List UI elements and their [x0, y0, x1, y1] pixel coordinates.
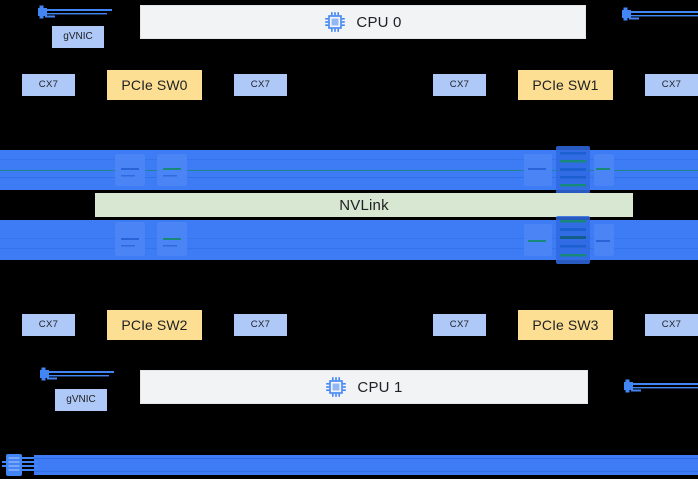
cx7-label: CX7	[661, 319, 682, 331]
pcie-switch-label: PCIe SW2	[121, 317, 188, 333]
nic-card-icon-top-right	[622, 6, 698, 22]
gvnic-text: gVNIC	[66, 394, 96, 405]
gpu-icon-cluster-left	[113, 216, 193, 264]
pcie-switch-label: PCIe SW3	[532, 317, 599, 333]
gvnic-label-bottom: gVNIC	[55, 389, 107, 411]
cx7-chip-1[interactable]: CX7	[234, 74, 287, 96]
pcie-switch-label: PCIe SW0	[121, 77, 188, 93]
cx7-chip-7[interactable]: CX7	[645, 314, 698, 336]
cx7-chip-3[interactable]: CX7	[645, 74, 698, 96]
cx7-label: CX7	[449, 319, 470, 331]
network-fabric-band	[34, 455, 698, 475]
cx7-label: CX7	[449, 79, 470, 91]
gpu-icon-cluster-right	[522, 144, 614, 196]
gpu-band-lower	[0, 216, 698, 264]
nic-card-icon-bottom-right	[624, 378, 698, 394]
cx7-label: CX7	[250, 319, 271, 331]
cx7-chip-6[interactable]: CX7	[433, 314, 486, 336]
pcie-switch-2[interactable]: PCIe SW2	[107, 310, 202, 340]
gpu-icon-cluster-right	[522, 214, 614, 266]
gvnic-text: gVNIC	[63, 31, 93, 42]
nic-card-icon-bottom-left	[40, 366, 114, 382]
network-switch-icon	[2, 452, 42, 478]
nic-card-icon-top-left	[38, 4, 112, 20]
cx7-chip-5[interactable]: CX7	[234, 314, 287, 336]
pcie-switch-3[interactable]: PCIe SW3	[518, 310, 613, 340]
nvlink-bar[interactable]: NVLink	[95, 193, 633, 217]
nvlink-label: NVLink	[339, 196, 389, 214]
cpu0-box[interactable]: CPU 0	[140, 5, 586, 39]
cx7-chip-2[interactable]: CX7	[433, 74, 486, 96]
gvnic-label-top: gVNIC	[52, 26, 104, 48]
cpu1-label: CPU 1	[357, 378, 403, 396]
cpu1-box[interactable]: CPU 1	[140, 370, 588, 404]
gpu-icon-cluster-left	[113, 146, 193, 194]
pcie-switch-1[interactable]: PCIe SW1	[518, 70, 613, 100]
cx7-label: CX7	[250, 79, 271, 91]
cpu0-label: CPU 0	[356, 13, 402, 31]
cx7-chip-4[interactable]: CX7	[22, 314, 75, 336]
pcie-switch-0[interactable]: PCIe SW0	[107, 70, 202, 100]
cpu-chip-icon	[324, 11, 346, 33]
cx7-chip-0[interactable]: CX7	[22, 74, 75, 96]
gpu-band-upper	[0, 146, 698, 194]
cx7-label: CX7	[661, 79, 682, 91]
cx7-label: CX7	[38, 319, 59, 331]
pcie-switch-label: PCIe SW1	[532, 77, 599, 93]
cpu-chip-icon	[325, 376, 347, 398]
cx7-label: CX7	[38, 79, 59, 91]
